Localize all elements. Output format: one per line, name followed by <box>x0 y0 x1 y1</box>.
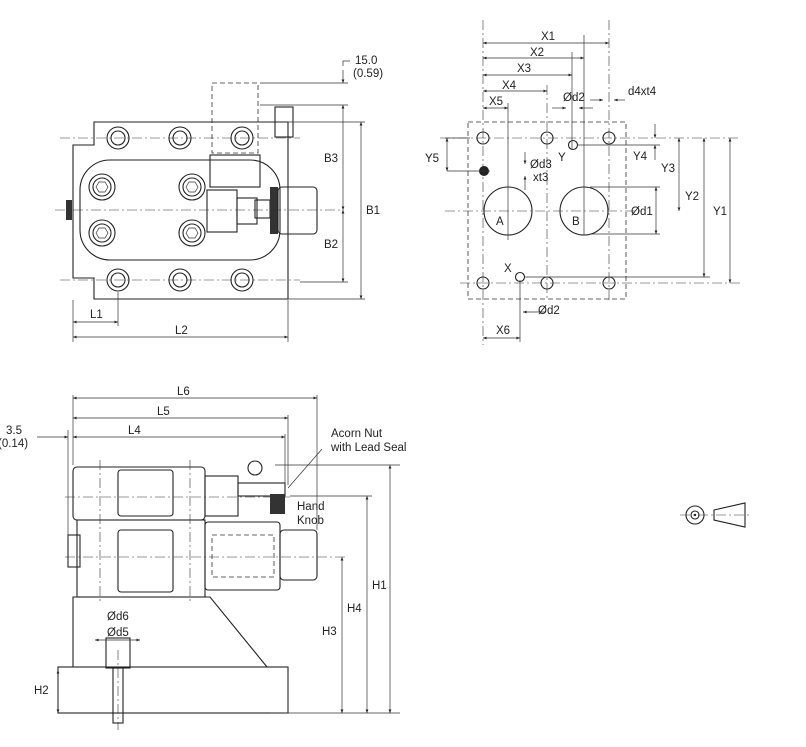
dim-y4: Y4 <box>633 151 648 163</box>
port-y-hole <box>567 139 579 151</box>
dim-x1: X1 <box>541 31 555 43</box>
pilot-body <box>206 189 238 233</box>
dim-h3: H3 <box>322 626 337 638</box>
dim-t3: xt3 <box>533 172 548 184</box>
dim-d6: Ød6 <box>107 611 129 623</box>
adjuster-housing <box>204 475 239 517</box>
dim-b2: B2 <box>324 239 338 251</box>
label-port-a: A <box>496 216 504 228</box>
label-port-x: X <box>504 263 512 275</box>
pilot-hand-knob <box>270 494 285 514</box>
acorn-nut-leader <box>287 448 323 489</box>
dim-x6: X6 <box>496 325 510 337</box>
dim-x2: X2 <box>530 47 544 59</box>
hand-knob-grip <box>270 187 278 234</box>
dim-y5: Y5 <box>425 153 439 165</box>
acorn-nut-label-1: Acorn Nut <box>331 428 383 440</box>
dim-d5: Ød5 <box>107 627 129 639</box>
label-port-b: B <box>572 216 580 228</box>
dim-l4: L4 <box>128 425 141 437</box>
subplate-outline <box>72 121 289 300</box>
hand-knob-label-2: Knob <box>297 515 324 527</box>
offset-mm: 3.5 <box>6 425 22 437</box>
main-body <box>76 519 206 598</box>
dim-d4t4: d4xt4 <box>628 86 657 98</box>
bolt-holes <box>476 131 616 290</box>
dim-h1: H1 <box>372 580 387 592</box>
socket-head-screws <box>88 173 206 247</box>
dim-b1: B1 <box>366 205 380 217</box>
hand-knob <box>277 186 318 235</box>
dim-y3: Y3 <box>661 163 675 175</box>
dim-l5: L5 <box>157 406 170 418</box>
dim-d1: Ød1 <box>631 206 653 218</box>
acorn-nut-label-2: with Lead Seal <box>330 442 406 454</box>
side-view: L6 L5 L4 3.5 (0.14) H1 H4 H3 H2 Ød6 Ød5 … <box>0 386 406 730</box>
dim-d3: Ød3 <box>530 159 552 171</box>
dim-x4: X4 <box>502 80 517 92</box>
pilot-housing <box>209 154 261 188</box>
dim-l1: L1 <box>90 309 103 321</box>
subplate <box>57 666 289 714</box>
side-plug <box>67 534 81 568</box>
adapter-block <box>72 596 268 668</box>
port-pattern-view: X1 X2 X3 X4 X5 X6 Ød2 d4xt4 Ød2 Ød3 xt3 … <box>425 20 740 345</box>
offset-in: (0.14) <box>0 438 28 450</box>
pilot-adjuster <box>236 197 258 225</box>
connector-outline <box>211 82 259 154</box>
dim-b3: B3 <box>324 153 338 165</box>
hand-knob-label-1: Hand <box>297 501 325 513</box>
solenoid-hidden <box>211 534 275 578</box>
dim-y1: Y1 <box>713 206 727 218</box>
offset-mm: 15.0 <box>355 55 377 67</box>
mounting-bolt-holes <box>106 126 254 292</box>
solenoid-housing <box>204 521 281 591</box>
dim-x3: X3 <box>517 63 531 75</box>
dim-h4: H4 <box>347 603 362 615</box>
body-cover <box>117 529 174 593</box>
pilot-adjuster <box>237 482 286 497</box>
pilot-cover <box>117 469 174 517</box>
projection-symbol-icon <box>680 502 752 528</box>
top-view: B1 B3 B2 L1 L2 15.0 (0.59) <box>55 55 383 342</box>
main-hand-knob <box>279 529 318 581</box>
dim-l2: L2 <box>175 325 188 337</box>
dim-d2-bottom: Ød2 <box>538 305 560 317</box>
pilot-section <box>72 466 206 521</box>
dim-y2: Y2 <box>685 191 699 203</box>
dim-h2: H2 <box>34 685 49 697</box>
dim-l6: L6 <box>177 386 190 398</box>
offset-in: (0.59) <box>353 68 383 80</box>
dim-x5: X5 <box>489 96 503 108</box>
label-port-y: Y <box>558 152 566 164</box>
dim-d2-top: Ød2 <box>563 92 585 104</box>
acorn-nut <box>247 460 263 476</box>
